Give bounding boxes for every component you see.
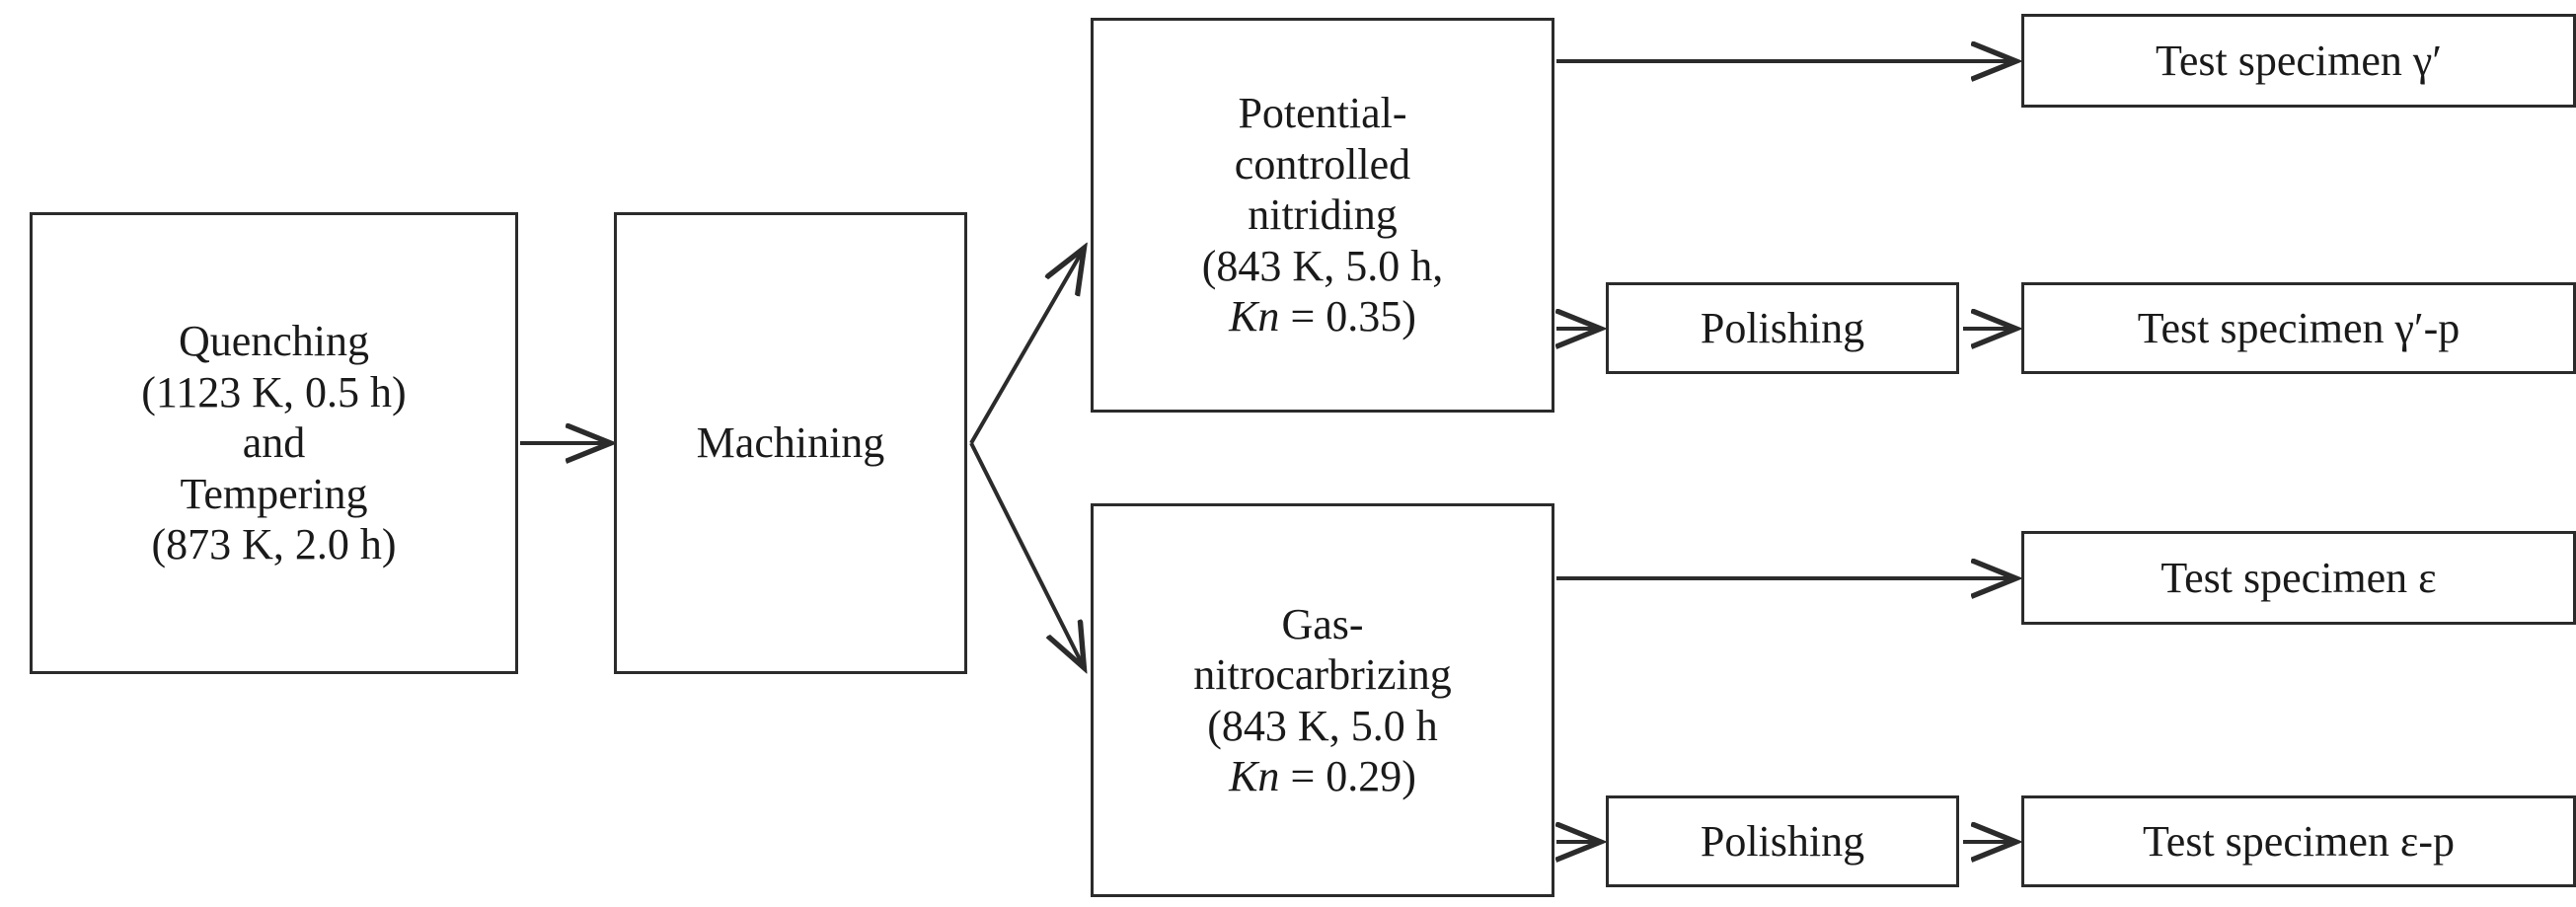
node-polishing-gamma-prime[interactable]: Polishing <box>1606 282 1959 374</box>
nitriding-kn-value: = 0.35) <box>1279 292 1416 341</box>
gas-kn-symbol: Kn <box>1229 751 1280 800</box>
nitriding-kn-symbol: Kn <box>1229 292 1280 341</box>
gas-line-3: (843 K, 5.0 h <box>1207 701 1438 750</box>
polishing-top-label: Polishing <box>1700 303 1865 352</box>
node-test-specimen-epsilon-p[interactable]: Test specimen ε-p <box>2021 795 2576 887</box>
specimen-gamma-prime-label: Test specimen γ′ <box>2156 36 2442 85</box>
node-polishing-epsilon[interactable]: Polishing <box>1606 795 1959 887</box>
gas-line-2: nitrocarbrizing <box>1193 650 1452 700</box>
quenching-line-3: and <box>242 418 306 468</box>
node-potential-controlled-nitriding[interactable]: Potential- controlled nitriding (843 K, … <box>1091 18 1554 413</box>
machining-label: Machining <box>696 418 885 468</box>
quenching-line-2: (1123 K, 0.5 h) <box>141 367 407 416</box>
gas-kn-line: Kn = 0.29) <box>1103 751 1542 801</box>
specimen-gamma-prime-p-label: Test specimen γ′-p <box>2137 303 2461 352</box>
node-quenching-tempering[interactable]: Quenching (1123 K, 0.5 h) and Tempering … <box>30 212 518 674</box>
nitriding-kn-line: Kn = 0.35) <box>1103 291 1542 341</box>
nitriding-line-4: (843 K, 5.0 h, <box>1201 241 1444 290</box>
polishing-bottom-label: Polishing <box>1700 816 1865 866</box>
quenching-line-5: (873 K, 2.0 h) <box>151 520 397 569</box>
node-test-specimen-gamma-prime-p[interactable]: Test specimen γ′-p <box>2021 282 2576 374</box>
nitriding-line-2: controlled <box>1234 139 1411 189</box>
specimen-epsilon-label: Test specimen ε <box>2160 553 2437 602</box>
gas-kn-value: = 0.29) <box>1279 751 1416 800</box>
node-test-specimen-gamma-prime[interactable]: Test specimen γ′ <box>2021 14 2576 108</box>
edge-machining-to-nitriding <box>969 249 1084 445</box>
gas-line-1: Gas- <box>1281 599 1364 648</box>
quenching-line-1: Quenching <box>178 317 370 366</box>
node-gas-nitrocarbrizing[interactable]: Gas- nitrocarbrizing (843 K, 5.0 h Kn = … <box>1091 503 1554 897</box>
specimen-epsilon-p-label: Test specimen ε-p <box>2143 816 2455 866</box>
nitriding-line-1: Potential- <box>1238 89 1407 138</box>
node-test-specimen-epsilon[interactable]: Test specimen ε <box>2021 531 2576 625</box>
edge-machining-to-gas <box>969 442 1084 667</box>
quenching-line-4: Tempering <box>180 469 368 518</box>
node-machining[interactable]: Machining <box>614 212 967 674</box>
nitriding-line-3: nitriding <box>1248 190 1398 240</box>
